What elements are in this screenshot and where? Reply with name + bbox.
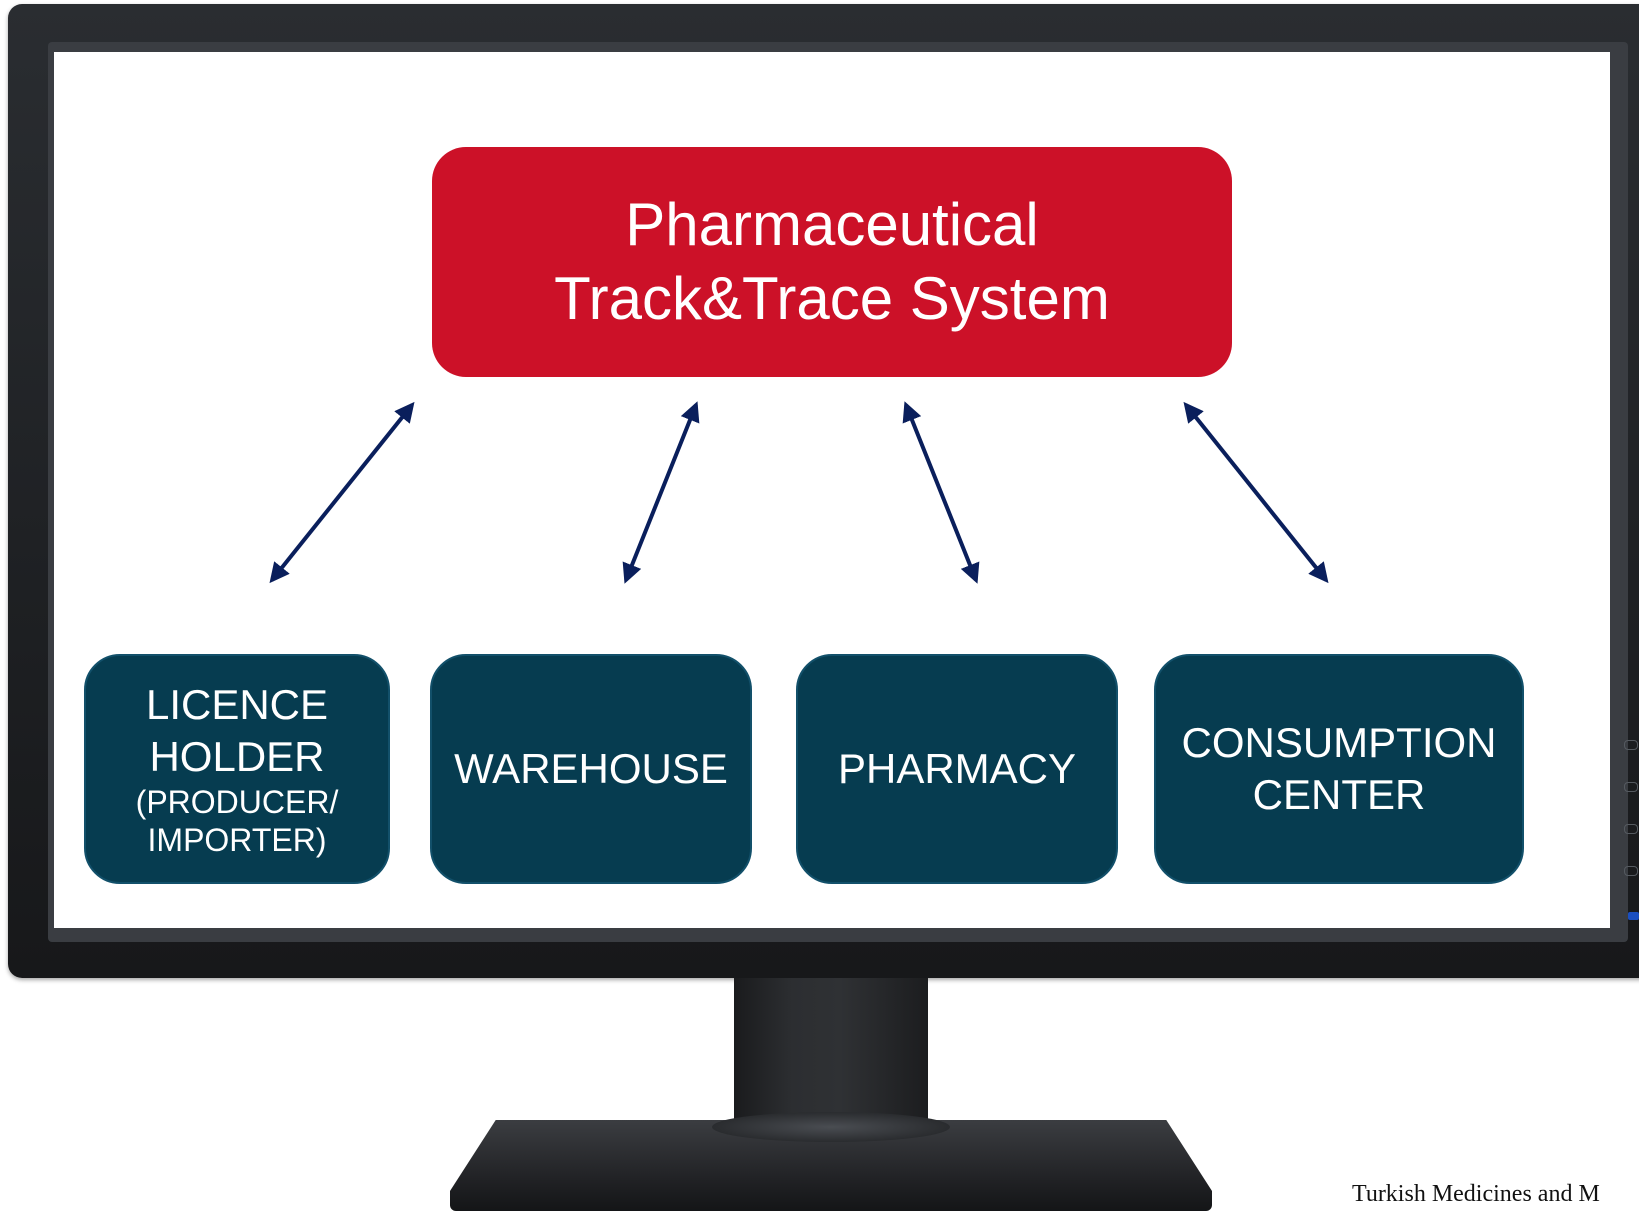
pharmacy-node: PHARMACY <box>796 654 1118 884</box>
consumption-center-node: CONSUMPTION CENTER <box>1154 654 1524 884</box>
arrow-consumption-center <box>1183 401 1329 584</box>
source-credit: Turkish Medicines and M <box>1352 1181 1600 1207</box>
licence-holder-line4: IMPORTER) <box>147 822 327 858</box>
monitor-screen: Pharmaceutical Track&Trace System LICENC… <box>54 52 1610 928</box>
consumption-center-line2: CENTER <box>1252 771 1426 818</box>
warehouse-label: WAREHOUSE <box>454 745 728 792</box>
arrow-pharmacy <box>902 401 980 584</box>
monitor-button[interactable] <box>1624 740 1638 750</box>
monitor-side-buttons <box>1624 740 1639 920</box>
consumption-center-line1: CONSUMPTION <box>1181 719 1497 766</box>
track-trace-system-node: Pharmaceutical Track&Trace System <box>432 147 1232 377</box>
licence-holder-line1: LICENCE <box>145 681 329 728</box>
licence-holder-line3: (PRODUCER/ <box>135 784 339 820</box>
top-node-line2: Track&Trace System <box>554 265 1110 332</box>
connection-arrows <box>269 401 1329 584</box>
warehouse-node: WAREHOUSE <box>430 654 752 884</box>
top-node-line1: Pharmaceutical <box>625 191 1039 258</box>
monitor-button[interactable] <box>1624 866 1638 876</box>
pharmacy-label: PHARMACY <box>837 745 1077 792</box>
arrow-licence-holder <box>269 401 415 584</box>
monitor-button[interactable] <box>1624 824 1638 834</box>
licence-holder-node: LICENCE HOLDER (PRODUCER/ IMPORTER) <box>84 654 390 884</box>
licence-holder-line2: HOLDER <box>149 733 325 780</box>
monitor-stand-collar <box>712 1112 950 1142</box>
monitor-button[interactable] <box>1624 782 1638 792</box>
arrow-warehouse <box>622 401 700 584</box>
power-led-icon <box>1628 912 1639 920</box>
